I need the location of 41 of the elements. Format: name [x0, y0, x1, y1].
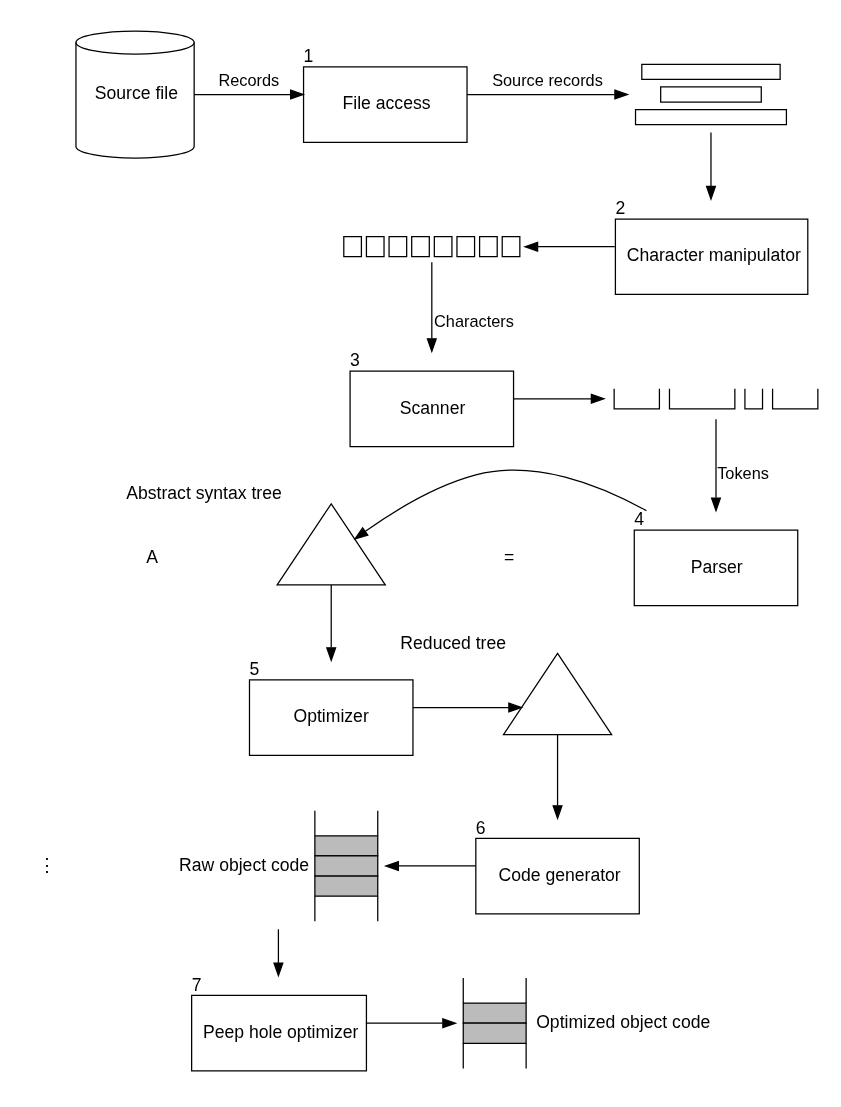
edge-label: Characters	[434, 312, 514, 331]
arrow	[412, 702, 524, 713]
arrow	[325, 584, 337, 663]
node-label: 7	[191, 974, 202, 995]
node-label: Abstract syntax tree	[126, 483, 282, 504]
arrow	[273, 928, 284, 978]
edge-label: Tokens	[717, 464, 769, 483]
node-label: 6	[475, 817, 486, 838]
arrow	[426, 261, 438, 354]
arrow	[193, 89, 306, 100]
arrow	[710, 418, 722, 513]
picture	[275, 502, 387, 586]
arrow	[552, 734, 563, 821]
edge-label: Records	[218, 71, 280, 90]
node-box: Optimizer	[248, 679, 414, 756]
edge-label: Source records	[492, 71, 603, 90]
label: =	[504, 546, 515, 567]
arrow	[353, 469, 648, 541]
arrow	[383, 860, 477, 872]
node-box: Scanner	[349, 370, 515, 448]
arrow	[466, 89, 630, 100]
node-label: 3	[350, 350, 360, 371]
arrow	[365, 1017, 458, 1029]
node-box: File access	[302, 66, 468, 143]
node-box: Parser	[633, 529, 799, 607]
node-box: Character manipulator	[614, 218, 809, 296]
arrow	[705, 131, 717, 201]
node-box: Code generator	[475, 837, 640, 915]
node-label: Raw object code	[179, 854, 310, 875]
node-label: 5	[249, 659, 260, 680]
node-label: 1	[303, 46, 314, 67]
label: ⋮	[37, 854, 56, 875]
node-label: 2	[615, 198, 626, 219]
arrow	[523, 241, 616, 252]
node-box: Peep hole optimizer	[191, 994, 368, 1072]
label: A	[146, 546, 159, 567]
arrow	[513, 393, 606, 405]
picture	[502, 652, 613, 736]
node-label: Reduced tree	[400, 632, 507, 653]
node-label: 4	[634, 509, 645, 530]
node-label: Optimized object code	[536, 1011, 711, 1032]
